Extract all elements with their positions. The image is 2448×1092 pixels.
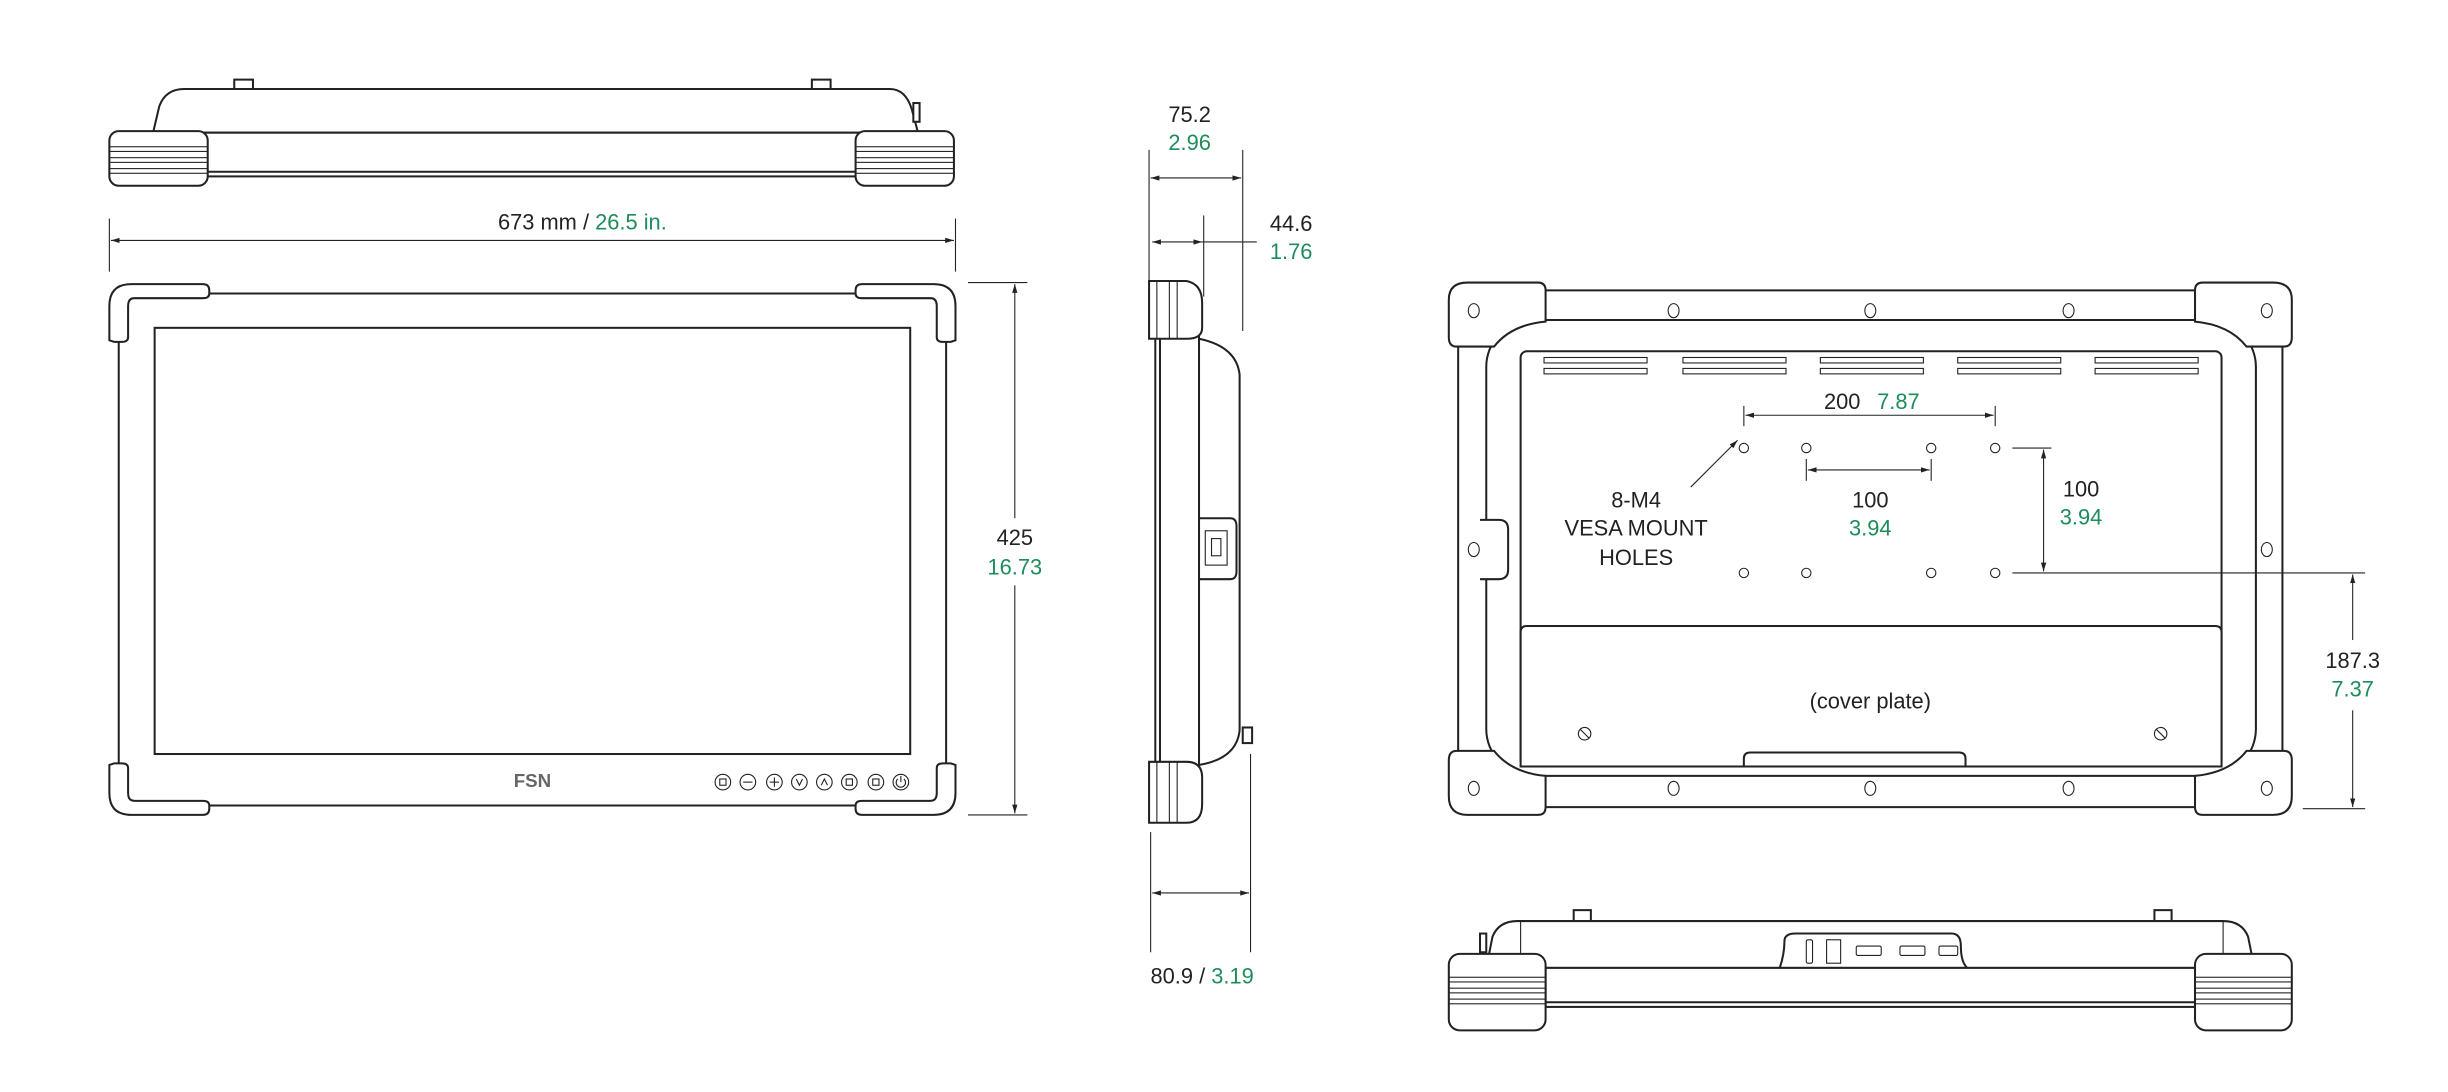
width-label: 673 mm / 26.5 in.: [498, 209, 667, 234]
dc-power-port-icon: [1826, 939, 1842, 964]
plus-icon: [766, 773, 783, 791]
back-corner-bumpers: [1447, 281, 2293, 816]
cover-plate-label: (cover plate): [1810, 689, 1931, 714]
bottom-offset-mm: 187.3: [2325, 648, 2380, 673]
picture-icon: [867, 773, 885, 791]
bumper-right: [854, 130, 955, 187]
width-dimension: 673 mm / 26.5 in.: [108, 209, 957, 272]
vents: [1543, 356, 2199, 375]
vesa-vertical-mm: 100: [2063, 476, 2099, 501]
bottom-bumper-left: [1447, 952, 1547, 1032]
front-buttons: [714, 773, 910, 791]
minus-icon: [739, 773, 757, 791]
bottom-bumper-right: [2193, 952, 2293, 1032]
cover-plate: (cover plate): [1519, 624, 2223, 768]
note-line: VESA MOUNT: [1565, 515, 1708, 540]
ports: [1805, 939, 1959, 964]
hdmi-port-icon: [1855, 945, 1882, 956]
down-icon: [791, 773, 808, 791]
side-bumper-bottom: [1148, 760, 1204, 824]
bottom-view: [1447, 909, 2293, 1032]
depth-body-mm: 44.6: [1270, 211, 1313, 236]
note-line: 8-M4: [1611, 487, 1661, 512]
side-view: 75.2 2.96 44.6 1.76 80.9 / 3.19: [1148, 102, 1313, 989]
vesa-outer-mm: 200: [1824, 389, 1860, 414]
bottom-offset-in: 7.37: [2331, 676, 2374, 701]
up-icon: [816, 773, 833, 791]
depth-total-in: 2.96: [1168, 130, 1211, 155]
hdmi-port-icon: [1938, 945, 1959, 956]
vesa-vertical-in: 3.94: [2060, 505, 2103, 530]
front-view: FSN 425 16.73: [108, 282, 1042, 816]
height-mm-label: 425: [997, 525, 1033, 550]
vesa-inner-in: 3.94: [1849, 515, 1892, 540]
top-view: 673 mm / 26.5 in.: [108, 78, 957, 272]
fsn-logo: FSN: [514, 770, 551, 791]
usb-port-icon: [1805, 939, 1814, 964]
vesa-note: 8-M4 VESA MOUNT HOLES: [1565, 439, 1738, 570]
menu-icon: [840, 773, 858, 791]
screen: [153, 326, 912, 756]
hdmi-port-icon: [1899, 945, 1926, 956]
depth-body-in: 1.76: [1270, 239, 1313, 264]
bumper-left: [108, 130, 209, 187]
input-icon: [714, 773, 732, 791]
side-bumper-top: [1148, 279, 1204, 340]
depth-dimensions: 75.2 2.96 44.6 1.76 80.9 / 3.19: [1148, 102, 1313, 989]
vesa-inner-mm: 100: [1852, 487, 1888, 512]
back-view: (cover plate) 8-M4 VESA MOUNT HOLES 200 …: [1447, 281, 2380, 816]
corner-bumpers: [108, 283, 957, 816]
height-in-label: 16.73: [987, 554, 1042, 579]
vesa-dimensions: 200 7.87 100 3.94 100 3.94 187.3 7.37: [1743, 389, 2380, 810]
frame-screws: [1467, 303, 2273, 796]
note-line: HOLES: [1599, 545, 1673, 570]
depth-total-mm: 75.2: [1168, 102, 1211, 127]
depth-bottom-label: 80.9 / 3.19: [1151, 964, 1254, 989]
power-icon: [892, 773, 910, 791]
vesa-outer-in: 7.87: [1877, 389, 1920, 414]
vesa-holes: [1738, 442, 2001, 579]
height-dimension: 425 16.73: [967, 282, 1042, 816]
